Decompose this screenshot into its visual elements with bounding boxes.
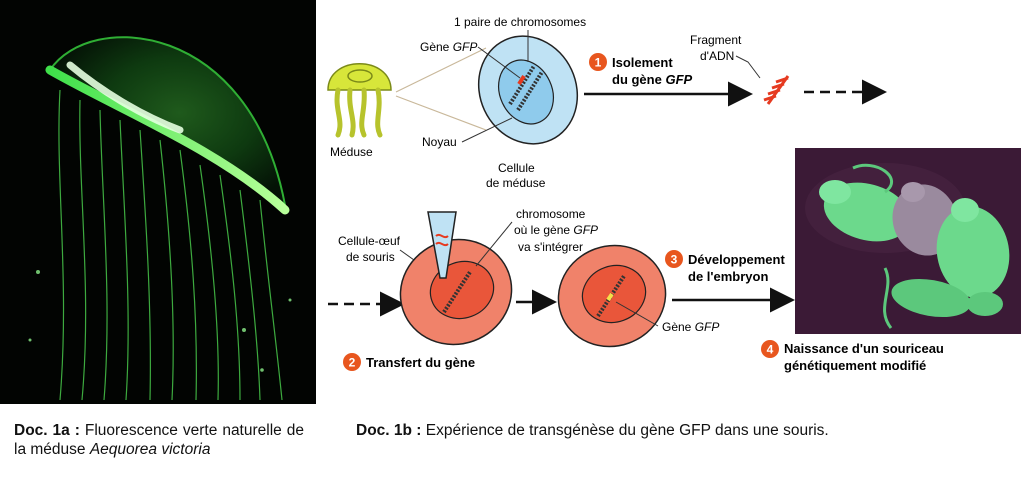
egg-cell-line1: Cellule-œuf <box>338 234 401 248</box>
step-3-badge <box>665 250 683 268</box>
jellyfish-tentacles <box>58 89 283 401</box>
svg-text:1: 1 <box>595 56 602 70</box>
svg-text:3: 3 <box>671 253 678 267</box>
embryo-cell <box>557 244 667 348</box>
step-3-line1: Développement <box>688 252 785 267</box>
step-3-line2: de l'embryon <box>688 269 768 284</box>
jellyfish-rim <box>45 65 290 215</box>
step-2-badge <box>343 353 361 371</box>
step-2-label: Transfert du gène <box>366 355 475 370</box>
chromosome-target-line2: où le gène GFP <box>514 223 598 237</box>
gene-gfp-bottom-label: Gène GFP <box>662 320 719 334</box>
jellyfish-cell <box>477 35 579 145</box>
dna-fragment-icon <box>763 75 790 105</box>
caption-doc-1b-label: Doc. 1b : <box>356 422 422 439</box>
gfp-mice-photo <box>795 148 1021 334</box>
mouse-green-left <box>819 163 911 242</box>
caption-doc-1b-text: Expérience de transgénèse du gène GFP da… <box>421 422 829 439</box>
egg-cell-line2: de souris <box>346 250 395 264</box>
caption-doc-1a-species: Aequorea victoria <box>89 441 211 458</box>
cell-label-line1: Cellule <box>498 161 535 175</box>
caption-doc-1a: Doc. 1a : Fluorescence verte naturelle d… <box>14 421 304 459</box>
nucleus-label: Noyau <box>422 135 457 149</box>
mouse-egg-cell <box>399 238 513 346</box>
chromosome-pair-label: 1 paire de chromosomes <box>454 15 586 29</box>
svg-text:4: 4 <box>767 343 774 357</box>
svg-text:2: 2 <box>349 356 356 370</box>
dna-fragment-line1: Fragment <box>690 33 742 47</box>
step-4-line1: Naissance d'un souriceau <box>784 341 944 356</box>
step-1-line2: du gène GFP <box>612 72 693 87</box>
transgenesis-diagram: Méduse 1 paire de chromosomes Gène GFP N… <box>327 15 944 373</box>
jellyfish-label: Méduse <box>330 145 373 159</box>
step-1-line1: Isolement <box>612 55 673 70</box>
step-4-line2: génétiquement modifié <box>784 358 926 373</box>
mouse-green-bottom <box>883 267 971 329</box>
caption-doc-1a-label: Doc. 1a : <box>14 422 80 439</box>
jellyfish-photo <box>0 0 316 404</box>
step-4-badge <box>761 340 779 358</box>
micropipette-icon <box>427 211 457 279</box>
caption-doc-1b: Doc. 1b : Expérience de transgénèse du g… <box>356 421 996 440</box>
cell-label-line2: de méduse <box>486 176 546 190</box>
gene-gfp-top-label: Gène GFP <box>420 40 477 54</box>
jellyfish-icon <box>327 63 392 138</box>
step-1-badge <box>589 53 607 71</box>
mouse-green-right <box>936 198 1010 316</box>
chromosome-target-line3: va s'intégrer <box>518 240 583 254</box>
zoom-cone <box>395 47 487 131</box>
chromosome-target-line1: chromosome <box>516 207 586 221</box>
dna-fragment-line2: d'ADN <box>700 49 734 63</box>
caption-doc-1a-text: Fluorescence verte naturelle de la médus… <box>14 422 304 458</box>
